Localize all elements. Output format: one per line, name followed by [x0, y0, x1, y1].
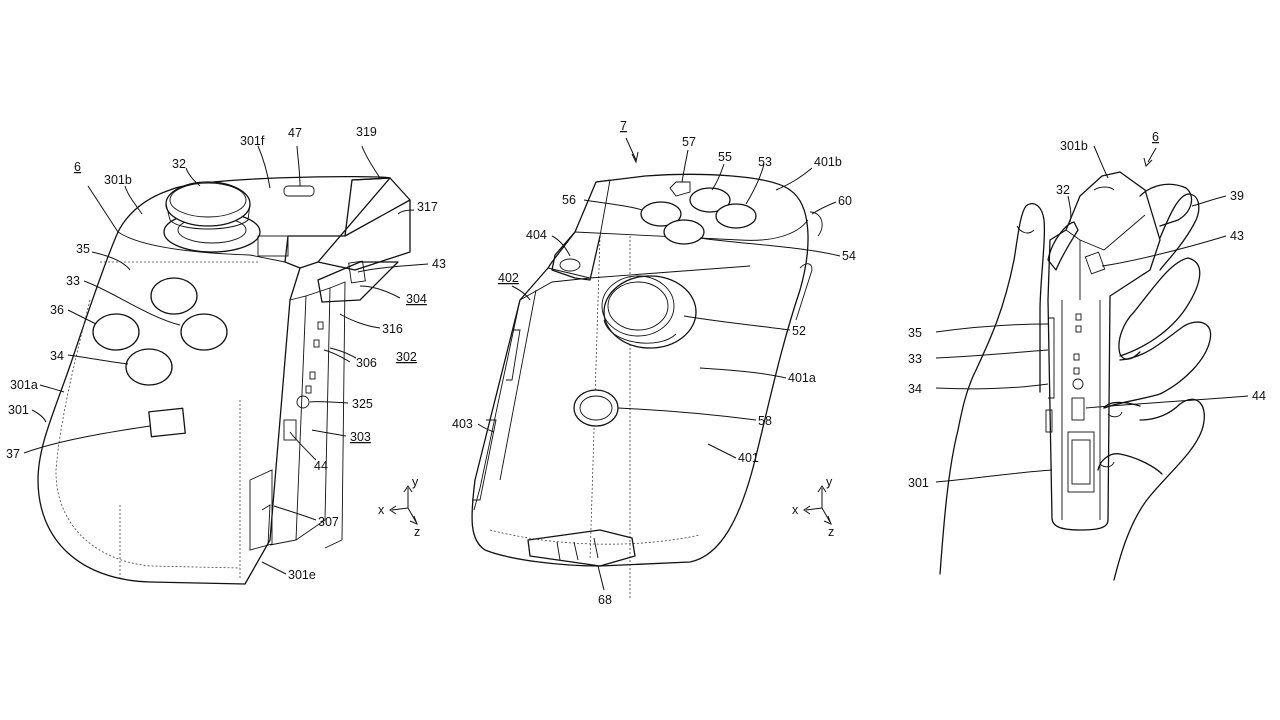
label-60: 60 — [838, 194, 852, 208]
label-401a: 401a — [788, 371, 816, 385]
right-figure-labels: 6 301b 32 39 43 35 33 34 44 301 — [908, 130, 1266, 490]
label-56: 56 — [562, 193, 576, 207]
label-325: 325 — [352, 397, 373, 411]
label-53: 53 — [758, 155, 772, 169]
label-401: 401 — [738, 451, 759, 465]
label-301b-left: 301b — [104, 173, 132, 187]
right-controller-figure — [471, 173, 823, 600]
label-7: 7 — [620, 119, 627, 133]
held-controller-body — [1047, 171, 1161, 531]
axis-z-left: z — [414, 525, 420, 539]
label-37: 37 — [6, 447, 20, 461]
label-32-right: 32 — [1056, 183, 1070, 197]
label-55: 55 — [718, 150, 732, 164]
label-403: 403 — [452, 417, 473, 431]
label-304: 304 — [406, 292, 427, 306]
label-43-left: 43 — [432, 257, 446, 271]
label-47: 47 — [288, 126, 302, 140]
label-34-right: 34 — [908, 382, 922, 396]
label-35-right: 35 — [908, 326, 922, 340]
label-401b: 401b — [814, 155, 842, 169]
label-301-right: 301 — [908, 476, 929, 490]
label-301f: 301f — [240, 134, 265, 148]
label-301e: 301e — [288, 568, 316, 582]
label-68: 68 — [598, 593, 612, 607]
axis-x-left: x — [378, 503, 385, 517]
label-52: 52 — [792, 324, 806, 338]
right-leader-lines — [935, 145, 1249, 483]
label-54: 54 — [842, 249, 856, 263]
label-306: 306 — [356, 356, 377, 370]
label-43-right: 43 — [1230, 229, 1244, 243]
label-402: 402 — [498, 271, 519, 285]
label-6-left: 6 — [74, 160, 81, 174]
label-307: 307 — [318, 515, 339, 529]
label-303: 303 — [350, 430, 371, 444]
label-57: 57 — [682, 135, 696, 149]
label-58: 58 — [758, 414, 772, 428]
axis-x-middle: x — [792, 503, 799, 517]
left-axes-indicator — [389, 485, 418, 525]
axis-y-left: y — [412, 475, 419, 489]
left-figure-labels: 6 301b 32 301f 47 319 317 35 43 33 304 3… — [6, 125, 446, 582]
hand-holding-controller-figure — [939, 171, 1212, 581]
axis-z-middle: z — [828, 525, 834, 539]
middle-figure-labels: 7 57 55 53 401b 56 60 404 54 402 52 401a… — [452, 119, 856, 607]
hand-outline — [939, 203, 1046, 575]
label-44-right: 44 — [1252, 389, 1266, 403]
label-35-left: 35 — [76, 242, 90, 256]
middle-leader-lines — [477, 137, 841, 591]
label-301a: 301a — [10, 378, 38, 392]
label-33-right: 33 — [908, 352, 922, 366]
label-301b-right: 301b — [1060, 139, 1088, 153]
label-39: 39 — [1230, 189, 1244, 203]
right-controller-body — [471, 173, 809, 567]
label-6-right: 6 — [1152, 130, 1159, 144]
label-44-left: 44 — [314, 459, 328, 473]
left-leader-lines — [23, 145, 429, 575]
middle-axes-indicator — [803, 485, 832, 525]
label-32-left: 32 — [172, 157, 186, 171]
label-301-left: 301 — [8, 403, 29, 417]
axis-y-middle: y — [826, 475, 833, 489]
label-319: 319 — [356, 125, 377, 139]
label-34-left: 34 — [50, 349, 64, 363]
label-404: 404 — [526, 228, 547, 242]
label-302: 302 — [396, 350, 417, 364]
label-36: 36 — [50, 303, 64, 317]
label-316: 316 — [382, 322, 403, 336]
label-33-left: 33 — [66, 274, 80, 288]
label-317: 317 — [417, 200, 438, 214]
left-controller-figure — [37, 175, 411, 585]
